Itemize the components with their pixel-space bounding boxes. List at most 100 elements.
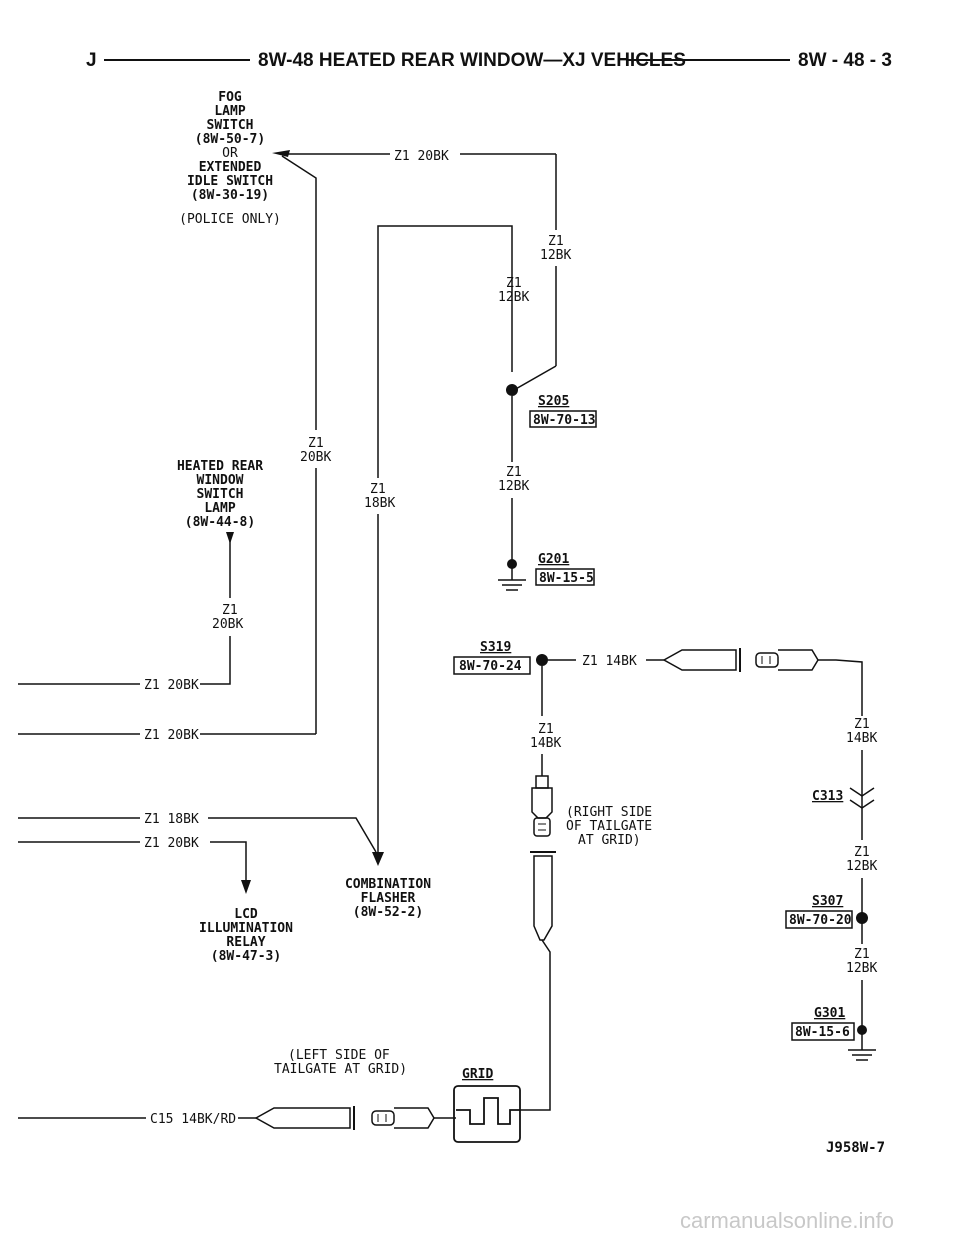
hrw-line-3: LAMP [204, 501, 235, 516]
connector-male-upper-icon [755, 652, 779, 668]
right-side-tailgate-label: (RIGHT SIDE OF TAILGATE AT GRID) [566, 805, 652, 848]
fog-line-6: IDLE SWITCH [187, 174, 273, 189]
fog-line-2: SWITCH [207, 118, 254, 133]
lcd-arrow [241, 880, 251, 894]
wire-z1-14bk-right: Z1 14BK [582, 654, 637, 669]
c313-chevron-icon [849, 787, 875, 809]
wire-z1-14bk-mid-1: 14BK [530, 736, 561, 751]
wire-z1-20bk-top: Z1 20BK [394, 149, 449, 164]
connector-vertical-top-icon [535, 775, 549, 789]
wire-z1-18bk-vert-1: 18BK [364, 496, 395, 511]
wire-z1-20bk-vert-1: 20BK [300, 450, 331, 465]
g201-ref: 8W-15-5 [539, 571, 594, 586]
hrw-line-4: (8W-44-8) [185, 515, 255, 530]
g301-ref-box [791, 1022, 855, 1041]
cf-line-0: COMBINATION [345, 877, 431, 892]
heated-rear-window-switch-lamp-label: HEATED REAR WINDOW SWITCH LAMP (8W-44-8) [177, 459, 263, 530]
connector-female-upper-icon [662, 649, 737, 671]
s205-label: S205 [538, 394, 569, 409]
fog-line-1: LAMP [214, 104, 245, 119]
fog-line-8: (POLICE ONLY) [179, 212, 281, 227]
cf-line-1: FLASHER [361, 891, 416, 906]
connector-vertical-male [533, 817, 551, 837]
s307-splice-dot [856, 912, 868, 924]
left-side-tailgate-label: (LEFT SIDE OF TAILGATE AT GRID) [274, 1048, 407, 1077]
wire-fog-left-vertical [281, 155, 317, 430]
s205-splice-dot [506, 384, 518, 396]
fog-lamp-switch-label: FOG LAMP SWITCH (8W-50-7) OR EXTENDED ID… [179, 90, 281, 227]
wire-to-far-right [818, 659, 863, 716]
s307-ref-box [785, 910, 853, 929]
watermark: carmanualsonline.info [680, 1208, 894, 1233]
lst-line-0: (LEFT SIDE OF [288, 1048, 390, 1063]
s319-splice-dot [536, 654, 548, 666]
hrw-arrow [226, 532, 234, 544]
s319-ref-box [453, 656, 531, 675]
connector-lower-female-icon [533, 855, 553, 941]
fog-line-7: (8W-30-19) [191, 188, 269, 203]
hrw-line-2: SWITCH [197, 487, 244, 502]
rst-line-0: (RIGHT SIDE [566, 805, 652, 820]
combination-flasher-label: COMBINATION FLASHER (8W-52-2) [345, 877, 431, 920]
wire-z1-20bk-lamp-0: Z1 [222, 603, 238, 618]
wire-to-grid [520, 939, 551, 1111]
figure-id: J958W-7 [826, 1140, 885, 1156]
fog-line-4: OR [222, 146, 238, 161]
lcd-illumination-relay-label: LCD ILLUMINATION RELAY (8W-47-3) [199, 907, 293, 964]
wire-z1-20bk-vert-0: Z1 [308, 436, 324, 451]
wire-z1-12bk-far2-1: 12BK [846, 961, 877, 976]
grid-box [453, 1085, 521, 1143]
wire-z1-14bk-far-1: 14BK [846, 731, 877, 746]
g201-dot [507, 559, 517, 569]
fog-line-5: EXTENDED [199, 160, 262, 175]
g201-ref-box [535, 568, 595, 586]
header-title: 8W-48 HEATED REAR WINDOW—XJ VEHICLES [258, 50, 686, 71]
wire-z1-12bk-b-0: Z1 [506, 276, 522, 291]
grid-label: GRID [462, 1067, 493, 1082]
wire-hrw-to-left [200, 636, 231, 685]
lcd-line-3: (8W-47-3) [211, 949, 281, 964]
connector-male-lower-body [394, 1107, 435, 1129]
lcd-line-0: LCD [234, 907, 258, 922]
lst-line-1: TAILGATE AT GRID) [274, 1062, 407, 1077]
s307-label: S307 [812, 894, 843, 909]
connector-female-lower-icon [254, 1107, 351, 1129]
connector-male-upper-body [778, 649, 819, 671]
grid-heater-icon [456, 1097, 520, 1125]
wire-to-s205 [513, 365, 557, 391]
hrw-line-0: HEATED REAR [177, 459, 263, 474]
header-page-ref: 8W - 48 - 3 [798, 50, 892, 71]
wire-z1-12bk-far1-1: 12BK [846, 859, 877, 874]
wire-z1-20bk-left2: Z1 20BK [144, 728, 199, 743]
c313-label: C313 [812, 789, 843, 804]
wire-z1-12bk-a-0: Z1 [548, 234, 564, 249]
cf-line-2: (8W-52-2) [353, 905, 423, 920]
rst-line-1: OF TAILGATE [566, 819, 652, 834]
connector-vertical-body [531, 787, 553, 819]
wire-20bk-to-lcd [210, 841, 247, 884]
lcd-line-2: RELAY [226, 935, 265, 950]
wire-z1-12bk-c-0: Z1 [506, 465, 522, 480]
wire-z1-20bk-left3: Z1 20BK [144, 836, 199, 851]
wire-z1-14bk-far-0: Z1 [854, 717, 870, 732]
fog-line-0: FOG [218, 90, 242, 105]
g301-label: G301 [814, 1006, 845, 1021]
wire-z1-20bk-left1: Z1 20BK [144, 678, 199, 693]
s319-ref: 8W-70-24 [459, 659, 522, 674]
g301-ref: 8W-15-6 [795, 1025, 850, 1040]
wire-c15: C15 14BK/RD [150, 1112, 236, 1127]
wire-z1-18bk-vert-0: Z1 [370, 482, 386, 497]
g301-dot [857, 1025, 867, 1035]
header-left-letter: J [86, 50, 97, 71]
rst-line-2: AT GRID) [578, 833, 641, 848]
wire-z1-14bk-mid-0: Z1 [538, 722, 554, 737]
lcd-line-1: ILLUMINATION [199, 921, 293, 936]
wire-z1-12bk-c-1: 12BK [498, 479, 529, 494]
wire-z1-20bk-lamp-1: 20BK [212, 617, 243, 632]
wire-z1-12bk-far2-0: Z1 [854, 947, 870, 962]
hrw-line-1: WINDOW [197, 473, 244, 488]
s319-label: S319 [480, 640, 511, 655]
wire-z1-12bk-b-1: 12BK [498, 290, 529, 305]
wire-18bk-to-flasher [208, 817, 377, 853]
wire-18bk-loop [377, 225, 513, 478]
